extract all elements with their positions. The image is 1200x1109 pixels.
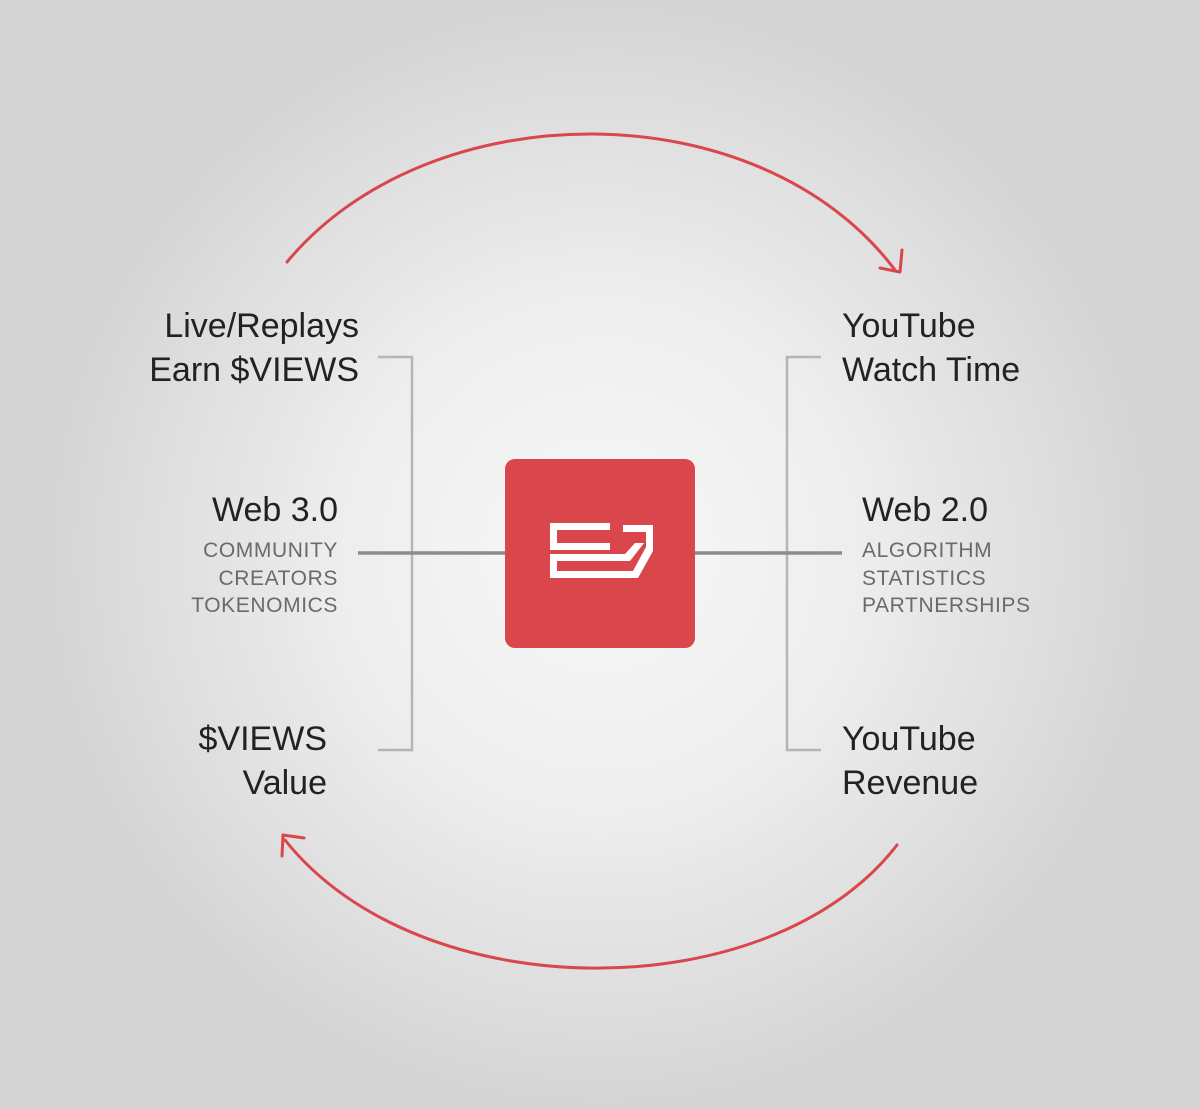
center-logo bbox=[505, 459, 695, 648]
web2-item-algorithm: ALGORITHM bbox=[862, 539, 993, 562]
top-arrowhead-icon bbox=[878, 248, 904, 274]
right-middle-block: Web 2.0 ALGORITHM STATISTICS PARTNERSHIP… bbox=[862, 490, 1031, 620]
web3-item-community: COMMUNITY bbox=[203, 539, 338, 562]
left-bottom-line2: Value bbox=[242, 764, 327, 802]
bottom-cycle-arrow bbox=[283, 838, 899, 970]
web3-title: Web 3.0 bbox=[211, 491, 338, 529]
views-logo-icon bbox=[550, 523, 653, 578]
left-top-label: Live/Replays Earn $VIEWS bbox=[149, 304, 359, 392]
top-cycle-arrow bbox=[285, 132, 897, 272]
web2-item-statistics: STATISTICS bbox=[862, 566, 987, 590]
left-bottom-label: $VIEWS Value bbox=[199, 717, 327, 805]
bottom-arrowhead-icon bbox=[280, 833, 306, 858]
left-bottom-line1: $VIEWS bbox=[198, 720, 327, 758]
right-top-label: YouTube Watch Time bbox=[842, 304, 1020, 392]
web2-item-partnerships: PARTNERSHIPS bbox=[862, 594, 1031, 617]
right-top-line2: Watch Time bbox=[842, 351, 1021, 389]
left-top-line1: Live/Replays bbox=[164, 307, 359, 345]
web2-title: Web 2.0 bbox=[862, 491, 989, 529]
right-bottom-line2: Revenue bbox=[842, 764, 979, 802]
web3-item-tokenomics: TOKENOMICS bbox=[191, 594, 338, 617]
left-top-line2: Earn $VIEWS bbox=[149, 351, 359, 389]
left-middle-block: Web 3.0 COMMUNITY CREATORS TOKENOMICS bbox=[191, 490, 338, 620]
right-top-line1: YouTube bbox=[842, 307, 976, 345]
web3-item-creators: CREATORS bbox=[218, 566, 338, 590]
right-bottom-label: YouTube Revenue bbox=[842, 717, 978, 805]
right-bottom-line1: YouTube bbox=[842, 720, 976, 758]
